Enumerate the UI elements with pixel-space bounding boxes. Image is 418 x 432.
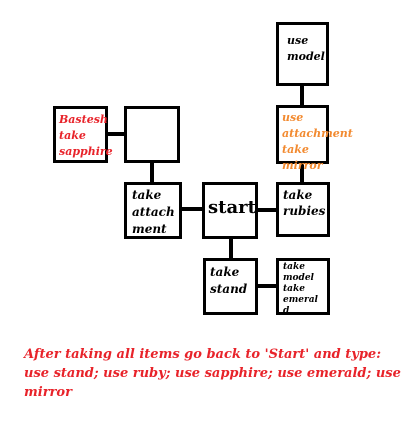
room-take-stand-label: take stand — [210, 265, 248, 296]
room-take-rubies: take rubies — [276, 182, 330, 237]
connector-model-attachment — [300, 86, 304, 107]
room-bastesh: Bastesh take sapphire — [53, 106, 113, 163]
room-use-attachment: use attachment take mirror — [276, 105, 353, 172]
connector-stand-model — [257, 284, 278, 288]
room-use-model-label: use model — [287, 34, 325, 63]
room-take-rubies-label: take rubies — [283, 188, 326, 218]
connector-attachment-start — [182, 207, 204, 211]
room-take-model-emerald-label: take model take emeral d — [283, 262, 318, 316]
room-empty — [124, 106, 180, 163]
room-take-model-emerald: take model take emeral d — [276, 258, 330, 316]
room-take-attachment-label: take attach ment — [132, 188, 175, 236]
room-start: start — [202, 182, 258, 239]
room-use-attachment-label: use attachment take mirror — [282, 111, 353, 172]
connector-empty-attachment — [150, 163, 154, 184]
connector-start-rubies — [255, 208, 279, 212]
room-take-attachment: take attach ment — [124, 182, 182, 239]
room-start-label: start — [208, 197, 256, 218]
room-use-model: use model — [276, 22, 329, 86]
room-take-stand: take stand — [203, 258, 258, 315]
connector-bastesh-empty — [108, 132, 125, 136]
connector-start-stand — [229, 237, 233, 259]
room-bastesh-label: Bastesh take sapphire — [59, 113, 113, 158]
connector-attachment-rubies — [300, 163, 304, 184]
instructions-text: After taking all items go back to 'Start… — [24, 347, 401, 400]
